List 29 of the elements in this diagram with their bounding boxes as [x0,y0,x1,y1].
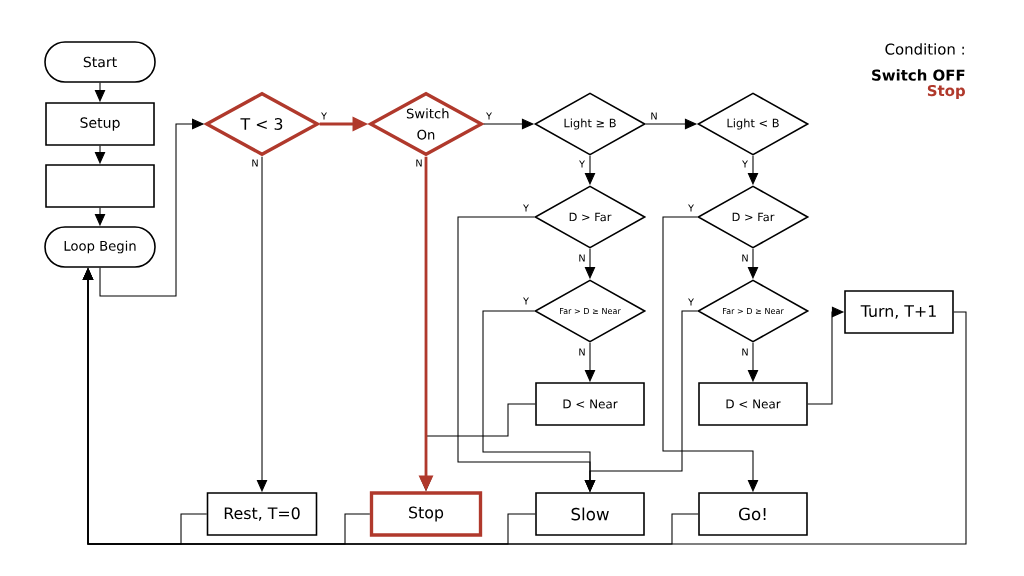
edge-label: N [649,111,659,121]
edge-label: Y [687,297,695,307]
process-box: D < Near [698,382,808,426]
process-box: Setup [45,102,155,146]
process-box: Slow [535,492,645,536]
edge-label: N [577,253,587,263]
legend-text: Condition : [885,43,964,55]
edge-label: N [577,347,587,357]
process-box: Go! [698,492,808,536]
edge-label: Y [485,111,493,121]
edge-label: N [250,158,260,168]
edge-label: Y [578,159,586,169]
terminal-box: Start [44,41,156,83]
process-box: D < Near [535,382,645,426]
process-box: Turn, T+1 [844,290,954,334]
edge-label: Y [522,203,530,213]
process-box: Stop [369,491,483,537]
edge-label: N [740,347,750,357]
edge-label: Y [687,203,695,213]
process-box: Rest, T=0 [206,492,318,536]
edge-label: N [740,253,750,263]
edge-label: Y [522,296,530,306]
legend-text: Switch OFF [872,69,965,81]
edge-label: Y [741,159,749,169]
process-box [45,164,155,208]
edge-label: Y [320,111,328,121]
terminal-box: Loop Begin [44,226,156,268]
edge-label: N [414,158,424,168]
legend-text: Stop [927,84,965,100]
